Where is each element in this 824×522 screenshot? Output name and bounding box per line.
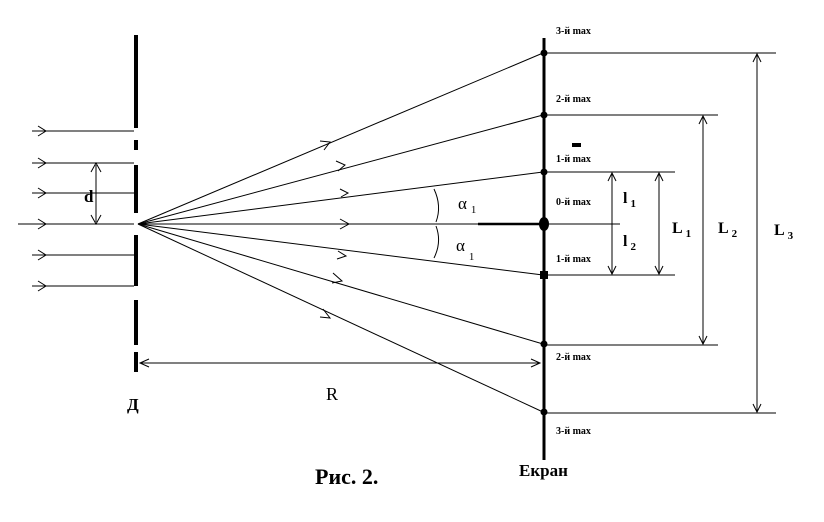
distance-R-label: R — [326, 384, 338, 404]
incident-ray-arrows — [37, 125, 47, 292]
slit-spacing-label: d — [84, 187, 94, 206]
grating-label: Д — [127, 395, 139, 414]
distance-extension-lines — [544, 52, 776, 414]
slit-spacing-dimension — [90, 161, 102, 226]
L2-dimension — [698, 114, 708, 346]
max-label-zero: 0-й max — [556, 197, 591, 208]
angle-arcs — [433, 188, 440, 259]
L1-dimension — [654, 171, 664, 276]
L3-dimension — [752, 52, 762, 414]
max-label-top1: 1-й max — [556, 154, 591, 165]
max-label-top3: 3-й max — [556, 26, 591, 37]
max-label-bottom1: 1-й max — [556, 254, 591, 265]
max-label-bottom2: 2-й max — [556, 352, 591, 363]
R-dimension — [138, 358, 542, 368]
stray-mark — [572, 143, 581, 147]
screen-label: Екран — [519, 461, 568, 480]
max-label-top2: 2-й max — [556, 94, 591, 105]
figure-caption: Рис. 2. — [315, 464, 378, 489]
incident-rays — [18, 130, 134, 287]
diffracted-ray-arrows — [319, 140, 351, 319]
l-dimensions — [607, 171, 617, 276]
angle-alpha-lower: α1 — [456, 236, 474, 263]
max-label-bottom3: 3-й max — [556, 426, 591, 437]
diffracted-rays — [137, 52, 620, 413]
